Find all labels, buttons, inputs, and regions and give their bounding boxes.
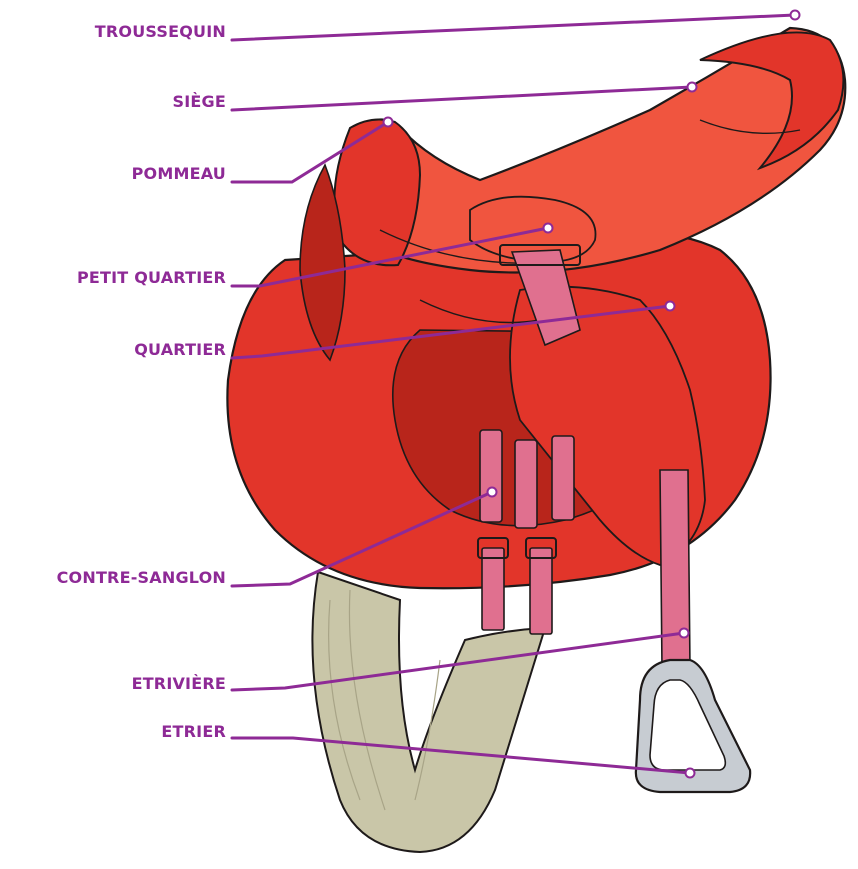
label-contre-sanglon: CONTRE-SANGLON [4, 568, 226, 587]
callout-line-troussequin [232, 15, 795, 40]
callout-dot-petit-quartier [544, 224, 553, 233]
callout-line-siege [232, 87, 692, 110]
label-etrier: ETRIER [30, 722, 226, 741]
callout-dot-siege [688, 83, 697, 92]
callout-dot-pommeau [384, 118, 393, 127]
callout-dot-contre-sanglon [488, 488, 497, 497]
callout-dot-etriviere [680, 629, 689, 638]
callout-dot-troussequin [791, 11, 800, 20]
label-quartier: QUARTIER [30, 340, 226, 359]
label-petit-quartier: PETIT QUARTIER [10, 268, 226, 287]
label-etriviere: ETRIVIÈRE [30, 674, 226, 693]
girth [312, 572, 545, 852]
label-siege: SIÈGE [30, 92, 226, 111]
callout-dot-etrier [686, 769, 695, 778]
label-pommeau: POMMEAU [30, 164, 226, 183]
label-troussequin: TROUSSEQUIN [30, 22, 226, 41]
callout-dot-quartier [666, 302, 675, 311]
